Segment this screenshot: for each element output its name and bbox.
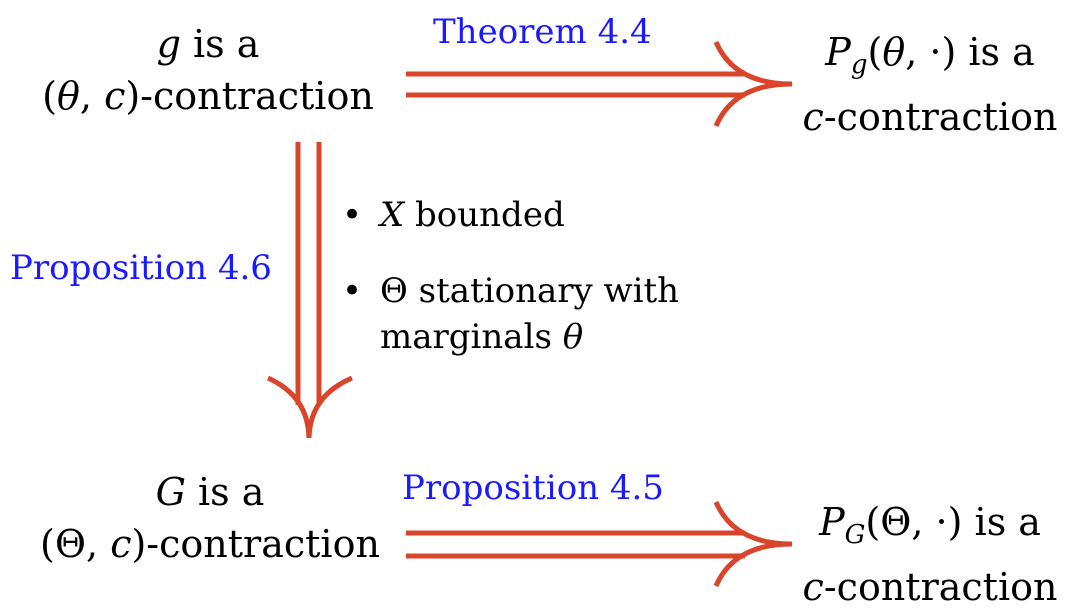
text-bounded: bounded [404, 195, 565, 235]
paren-open: ( [867, 30, 883, 74]
node-bottom-right-line2: c-contraction [785, 561, 1075, 613]
text-is-a: is a [180, 22, 260, 66]
text-marginals: marginals [380, 317, 563, 357]
math-c: c [802, 565, 824, 609]
node-top-left-line1: g is a [22, 18, 394, 70]
condition-item-theta-stationary: • Θ stationary with [342, 268, 679, 314]
arrow-top-double [406, 40, 793, 128]
condition-list: • X bounded • Θ stationary with marginals … [342, 192, 679, 360]
math-g: g [156, 22, 181, 66]
arrow-left-head [266, 375, 353, 439]
text-contraction: -contraction [823, 95, 1058, 139]
node-top-right-line2: c-contraction [785, 91, 1075, 143]
math-subscript-g: g [850, 50, 868, 80]
math-X: X [380, 195, 405, 235]
text-dot-is-a: , ·) is a [905, 30, 1035, 74]
node-top-left-line2: (θ, c)-contraction [22, 70, 394, 122]
edge-label-proposition-4-6: Proposition 4.6 [10, 248, 272, 288]
node-top-right-line1: Pg(θ, ·) is a [785, 26, 1075, 91]
text-contraction: )-contraction [131, 522, 380, 566]
math-c: c [802, 95, 824, 139]
math-theta: θ [57, 74, 80, 118]
bullet: • [342, 195, 363, 235]
paren-open: ( [42, 74, 57, 118]
math-P: P [819, 500, 845, 544]
node-g-theta-c-contraction: g is a (θ, c)-contraction [22, 18, 394, 122]
text-contraction: -contraction [823, 565, 1058, 609]
text-theta-stationary-with: Θ stationary with [380, 271, 680, 311]
node-bottom-left-line1: G is a [14, 466, 406, 518]
text-is-a: is a [185, 470, 265, 514]
node-bottom-left-line2: (Θ, c)-contraction [14, 518, 406, 570]
text-theta-dot-is-a: (Θ, ·) is a [865, 500, 1041, 544]
math-theta: θ [882, 30, 906, 74]
arrow-top-head [713, 40, 793, 128]
math-c: c [104, 74, 126, 118]
condition-item-theta-marginals: marginals θ [342, 314, 679, 360]
paren-open-Theta: (Θ, [40, 522, 111, 566]
math-c: c [110, 522, 132, 566]
bullet: • [342, 271, 363, 311]
node-bottom-right-line1: PG(Θ, ·) is a [785, 496, 1075, 561]
comma: , [79, 74, 105, 118]
edge-label-theorem-4-4: Theorem 4.4 [433, 12, 652, 52]
condition-item-x-bounded: • X bounded [342, 192, 679, 238]
arrow-bottom-head [713, 500, 793, 588]
math-theta: θ [562, 317, 584, 357]
math-G: G [155, 470, 186, 514]
text-contraction: )-contraction [125, 74, 374, 118]
math-subscript-G: G [844, 520, 866, 550]
math-P: P [825, 30, 851, 74]
arrow-left-double [266, 142, 353, 439]
node-PG-Theta-c-contraction: PG(Θ, ·) is a c-contraction [785, 496, 1075, 613]
edge-label-proposition-4-5: Proposition 4.5 [402, 468, 664, 508]
arrow-bottom-double [406, 500, 793, 588]
node-G-Theta-c-contraction: G is a (Θ, c)-contraction [14, 466, 406, 570]
node-pg-theta-c-contraction: Pg(θ, ·) is a c-contraction [785, 26, 1075, 143]
